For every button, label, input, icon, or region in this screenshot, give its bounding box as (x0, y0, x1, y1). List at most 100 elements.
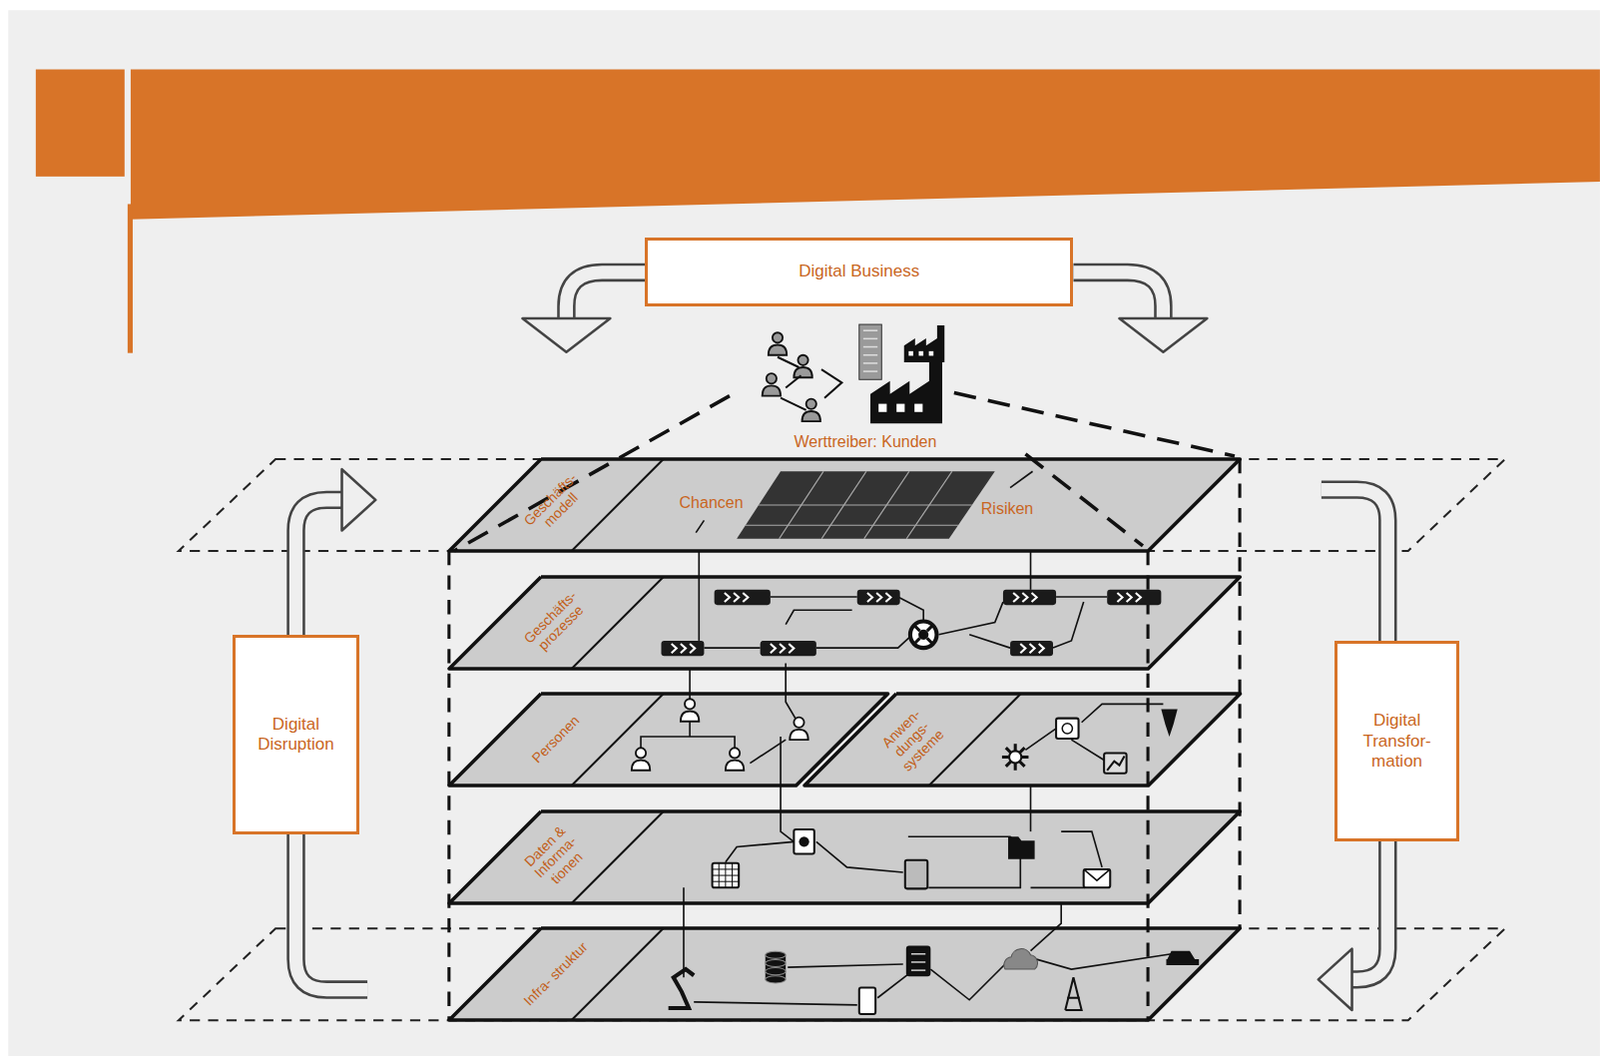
layer-plane: Geschäfts- prozesse (449, 576, 1240, 669)
phone-icon (859, 988, 876, 1016)
tower-window (863, 354, 878, 357)
wire (1025, 728, 1057, 750)
disk-icon-detail (798, 836, 809, 847)
server-slot (911, 961, 926, 964)
antenna-icon (1065, 977, 1081, 1011)
outer-dashed-planes (178, 459, 1506, 1021)
wire (725, 841, 794, 862)
value-driver-label: Werttreiber: Kunden (790, 433, 940, 452)
hollow-arrow (522, 272, 645, 353)
wire (1030, 550, 1033, 590)
tower-window (863, 362, 878, 365)
tower-window (863, 329, 878, 332)
customer-link (780, 398, 807, 411)
office-tower (859, 324, 882, 380)
wire (1061, 831, 1102, 868)
wire (1036, 954, 1172, 970)
wire (770, 595, 858, 598)
panel-ground (7, 9, 1600, 1056)
table-grid (712, 881, 740, 883)
header-block (35, 69, 125, 177)
header-rule (127, 203, 133, 353)
layer-plane: Personen (449, 693, 889, 786)
layer-outline (804, 693, 1241, 786)
layer-plane: Daten & Informa- tionen (449, 811, 1240, 904)
layer-fill (449, 459, 1240, 551)
wire (785, 609, 852, 624)
box-text: Digital Transfor- mation (1343, 710, 1451, 772)
car-icon (1165, 951, 1199, 966)
robot-arm (668, 969, 695, 1009)
wire (1031, 887, 1085, 890)
screen-icon-detail (1062, 723, 1072, 734)
customer-link (777, 357, 799, 368)
wire (898, 596, 925, 621)
canvas-cell (758, 504, 973, 506)
tool-icon (1160, 708, 1177, 737)
process-step (857, 589, 901, 605)
layer-label: Infra- struktur (518, 936, 594, 1013)
server-slot (911, 969, 926, 972)
hollow-arrow (1072, 272, 1207, 353)
customer-link (785, 375, 801, 388)
table-grid (712, 875, 740, 877)
layer-fill (449, 576, 1240, 669)
folder-icon (1008, 836, 1036, 859)
layer-plane: Infra- struktur (449, 928, 1240, 1021)
tower-window (863, 338, 878, 341)
wire (697, 550, 700, 641)
wire (877, 974, 909, 999)
box-text: Digital Disruption (241, 714, 351, 756)
server-icon (907, 947, 930, 977)
dashed-perspective (954, 393, 1235, 457)
wire (703, 646, 760, 649)
layer-plane: Anwen- dungs- systeme (804, 693, 1241, 786)
wire (969, 634, 1011, 648)
antenna-icon (1066, 997, 1079, 1000)
process-wheel (910, 621, 938, 649)
wire (785, 662, 796, 719)
process-step (660, 640, 704, 656)
process-step (714, 589, 771, 605)
wire (640, 736, 735, 750)
wire (1010, 471, 1033, 488)
wire (695, 520, 704, 533)
box-text: Digital Business (798, 261, 920, 282)
layer-fill (449, 928, 1240, 1021)
document-icon (905, 860, 928, 890)
screen-icon (1056, 718, 1078, 739)
factory-icon (904, 325, 945, 363)
layer-label: Anwen- dungs- systeme (863, 690, 962, 789)
wire (816, 636, 911, 648)
layer-plane: Geschäfts- modell (449, 459, 1240, 551)
wire (787, 964, 904, 968)
mail-icon-detail (1083, 869, 1111, 881)
wire (1056, 595, 1107, 598)
customer-link (821, 369, 842, 399)
layer-label: Personen (518, 701, 594, 778)
canvas-cell (745, 525, 959, 527)
person-icon (680, 698, 699, 721)
tower-window (863, 346, 878, 349)
person-icon (768, 332, 787, 355)
concept-box: Digital Transfor- mation (1334, 640, 1460, 842)
process-step (760, 640, 817, 656)
wire (1053, 601, 1084, 648)
wire (682, 887, 685, 978)
wire (930, 964, 1006, 1001)
concept-box: Digital Business (644, 237, 1073, 306)
wire (693, 1002, 858, 1006)
wire (939, 601, 1004, 635)
table-grid (731, 863, 733, 889)
wire (928, 857, 1021, 889)
person-icon (762, 373, 781, 396)
wire (816, 841, 904, 873)
server-slot (911, 953, 926, 956)
model-note: Chancen (676, 494, 747, 513)
chart-icon-detail (1106, 755, 1124, 770)
process-step (1003, 589, 1057, 605)
dashed-perspective (454, 396, 730, 551)
person-icon (789, 717, 808, 740)
